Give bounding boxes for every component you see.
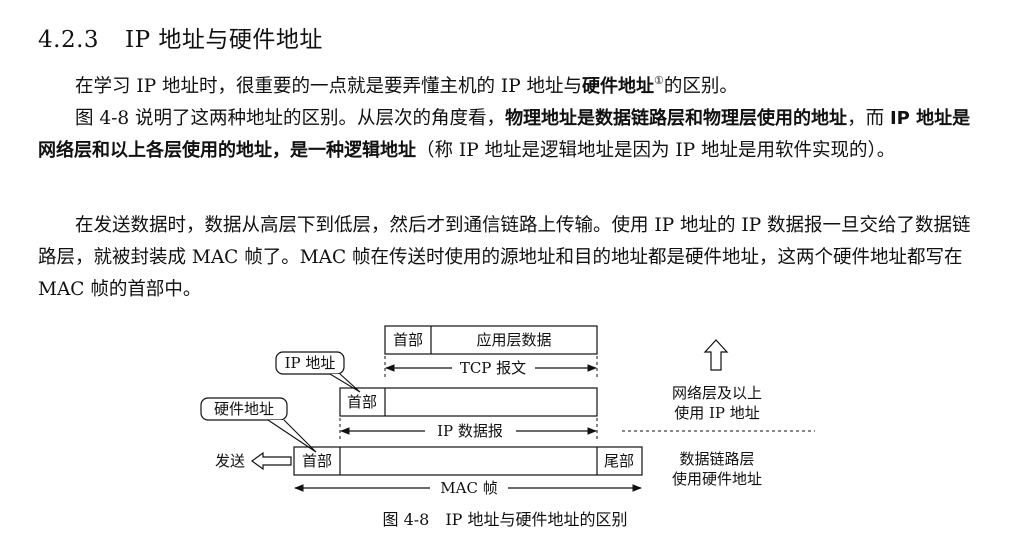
tcp-label: TCP 报文 (460, 359, 526, 377)
app-data-label: 应用层数据 (476, 331, 551, 349)
ip-header-label: 首部 (347, 393, 377, 411)
ip-datagram-label: IP 数据报 (437, 422, 503, 440)
p2-text-2: ，而 (847, 108, 890, 129)
network-layer-note-2: 使用 IP 地址 (674, 404, 760, 422)
send-arrow-icon (250, 451, 292, 471)
hw-address-callout (200, 397, 288, 421)
p2-text-3: （称 IP 地址是逻辑地址是因为 IP 地址是用软件实现的）。 (416, 140, 896, 161)
mac-frame-label: MAC 帧 (440, 479, 497, 497)
mac-header-label: 首部 (302, 452, 332, 470)
link-layer-note-2: 使用硬件地址 (672, 470, 762, 488)
p1-text-1: 在学习 IP 地址时，很重要的一点就是要弄懂主机的 IP 地址与 (75, 76, 583, 97)
section-title: IP 地址与硬件地址 (125, 27, 323, 53)
mac-block (293, 446, 643, 476)
p2-bold-1: 物理地址是数据链路层和物理层使用的地址 (505, 108, 848, 129)
footnote-marker: ① (654, 74, 664, 87)
figure-4-8: 首部 应用层数据 TCP 报文 IP 地址 首部 硬件地址 IP 数据报 首部 (0, 318, 1023, 554)
p2-bold-2: IP 地址是网络层和以上各层使用的地址，是一种逻辑地址 (38, 108, 971, 161)
link-layer-note-1: 数据链路层 (679, 450, 754, 468)
figure-caption: 图 4-8 IP 地址与硬件地址的区别 (382, 510, 627, 529)
paragraph-1: 在学习 IP 地址时，很重要的一点就是要弄懂主机的 IP 地址与硬件地址①的区别… (38, 71, 973, 103)
ip-address-callout (275, 351, 345, 375)
ip-address-pointer (329, 373, 361, 393)
p2-text-1: 图 4-8 说明了这两种地址的区别。从层次的角度看， (75, 108, 506, 129)
p1-bold-1: 硬件地址 (582, 76, 655, 97)
section-heading: 4.2.3 IP 地址与硬件地址 (38, 20, 323, 54)
network-layer-note-1: 网络层及以上 (672, 384, 762, 402)
send-label: 发送 (215, 452, 245, 470)
section-number: 4.2.3 (38, 27, 100, 53)
paragraph-2: 图 4-8 说明了这两种地址的区别。从层次的角度看，物理地址是数据链路层和物理层… (38, 103, 973, 167)
ip-address-callout-label: IP 地址 (285, 354, 336, 372)
mac-trailer-label: 尾部 (604, 452, 634, 470)
figure-diagram: 首部 应用层数据 TCP 报文 IP 地址 首部 硬件地址 IP 数据报 首部 (200, 325, 815, 529)
hw-address-callout-label: 硬件地址 (214, 400, 274, 418)
hw-address-pointer (267, 419, 317, 453)
ip-block (339, 387, 598, 417)
p3-text: 在发送数据时，数据从高层下到低层，然后才到通信链路上传输。使用 IP 地址的 I… (38, 215, 971, 300)
paragraph-3: 在发送数据时，数据从高层下到低层，然后才到通信链路上传输。使用 IP 地址的 I… (38, 210, 973, 306)
app-block (384, 325, 598, 355)
up-arrow-icon (703, 339, 729, 371)
app-header-label: 首部 (393, 331, 423, 349)
p1-text-2: 的区别。 (663, 76, 738, 97)
